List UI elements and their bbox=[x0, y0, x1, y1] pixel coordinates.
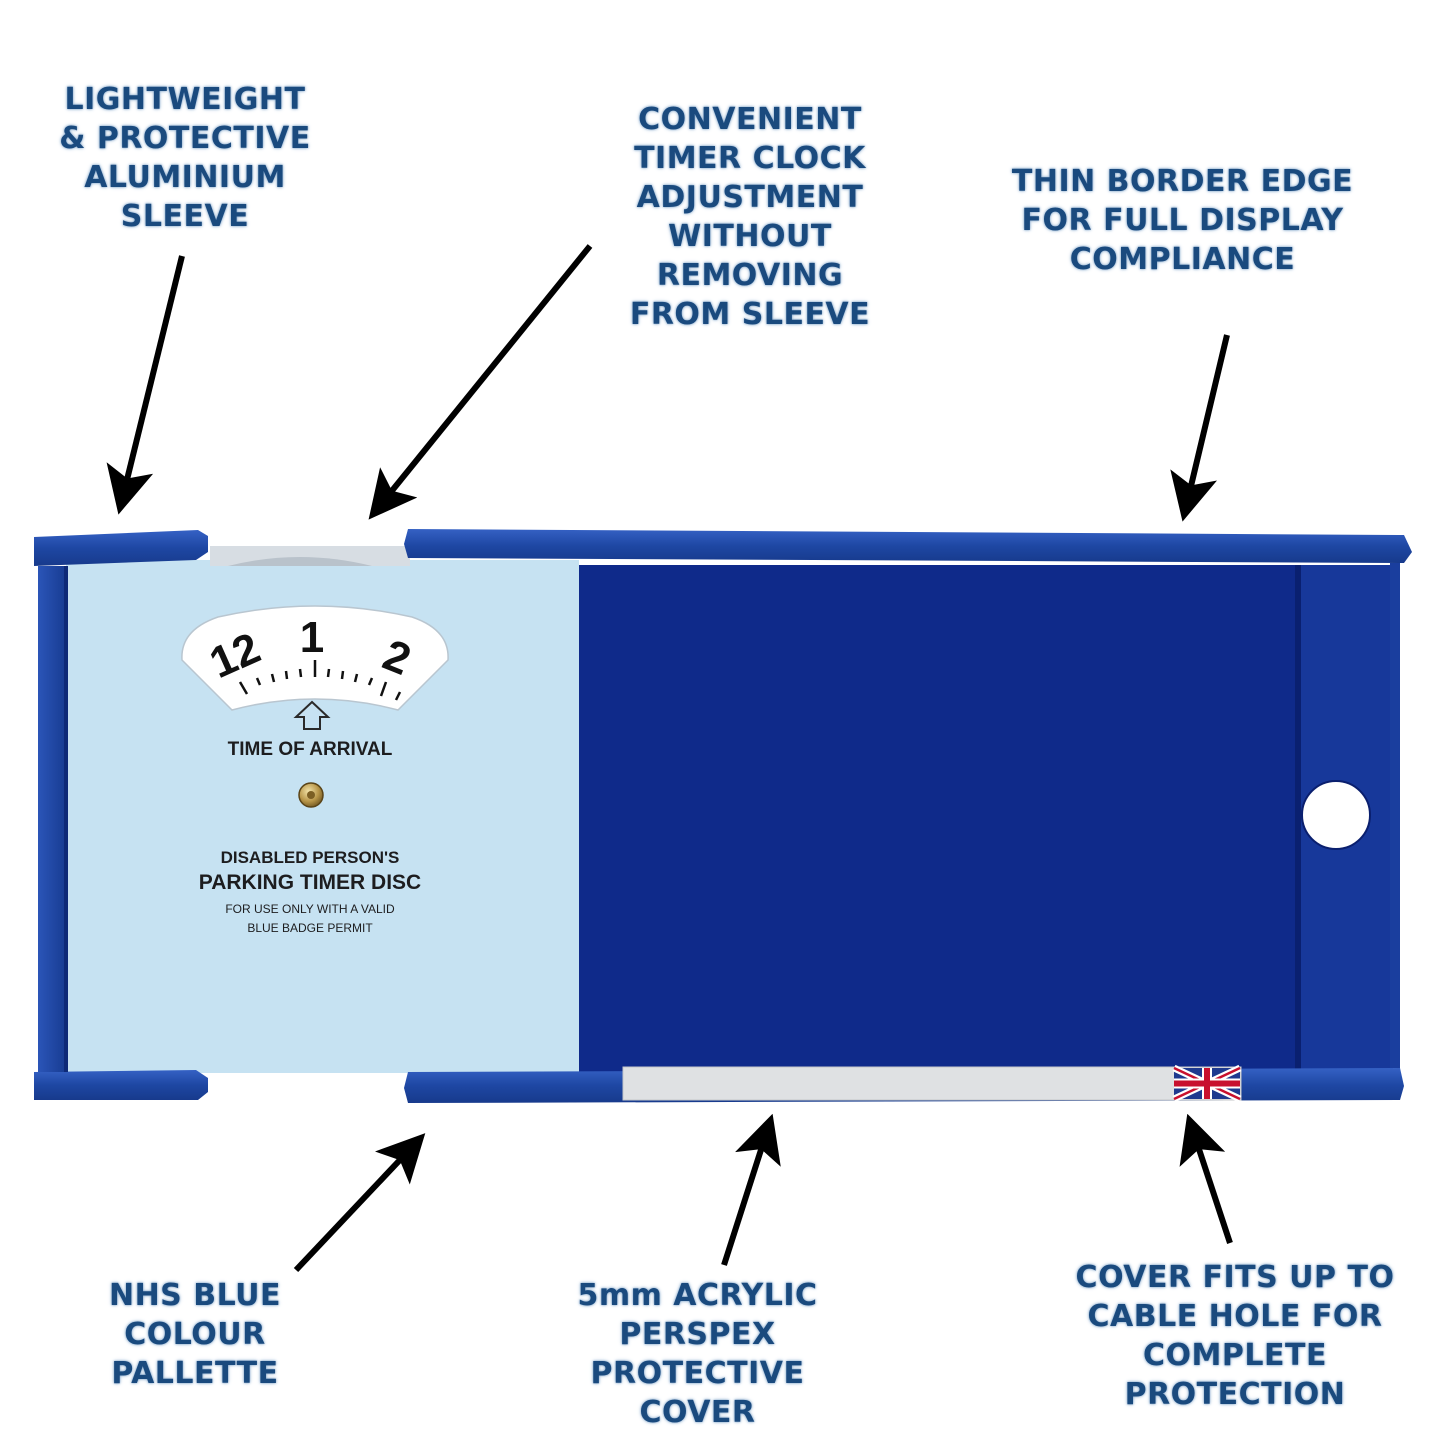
callout-nhs: NHS BLUE COLOUR PALLETTE bbox=[60, 1276, 330, 1393]
callout-acrylic-line: COVER bbox=[639, 1395, 756, 1430]
callout-nhs-line: PALLETTE bbox=[111, 1356, 279, 1391]
callout-acrylic: 5mm ACRYLIC PERSPEX PROTECTIVE COVER bbox=[550, 1276, 845, 1432]
callout-nhs-line: NHS BLUE bbox=[108, 1278, 282, 1313]
arrow-acrylic bbox=[721, 1113, 781, 1266]
left-sleeve-bottom-rail bbox=[34, 1070, 208, 1100]
callout-sleeve-line: & PROTECTIVE bbox=[59, 121, 311, 156]
callout-timer-line: TIMER CLOCK bbox=[634, 141, 866, 176]
callout-acrylic-line: PROTECTIVE bbox=[590, 1356, 805, 1391]
disc-wheel-edge bbox=[228, 557, 372, 566]
callout-border-line: FOR FULL DISPLAY bbox=[1021, 203, 1344, 238]
arrow-cable bbox=[1179, 1113, 1233, 1244]
disc-line-disabled-persons: DISABLED PERSON'S bbox=[220, 848, 400, 867]
callout-timer-line: WITHOUT bbox=[668, 219, 832, 254]
callout-sleeve: LIGHTWEIGHT & PROTECTIVE ALUMINIUM SLEEV… bbox=[40, 80, 330, 236]
callout-cable-line: COVER FITS UP TO bbox=[1075, 1260, 1395, 1295]
callout-timer-line: FROM SLEEVE bbox=[629, 297, 871, 332]
left-sleeve-top-rail bbox=[34, 530, 208, 566]
callout-sleeve-line: SLEEVE bbox=[120, 199, 250, 234]
main-blue-panel bbox=[578, 565, 1298, 1073]
callout-acrylic-line: 5mm ACRYLIC bbox=[577, 1278, 818, 1313]
callout-cable: COVER FITS UP TO CABLE HOLE FOR COMPLETE… bbox=[1050, 1258, 1420, 1414]
callout-cable-line: COMPLETE bbox=[1143, 1338, 1327, 1373]
acrylic-cover-strip bbox=[622, 1066, 1242, 1101]
arrow-border bbox=[1170, 334, 1230, 522]
callout-cable-line: CABLE HOLE FOR bbox=[1087, 1299, 1383, 1334]
callout-border-line: COMPLIANCE bbox=[1069, 242, 1296, 277]
callout-sleeve-line: ALUMINIUM bbox=[84, 160, 286, 195]
arrow-nhs bbox=[293, 1133, 426, 1273]
left-sleeve-side-rail bbox=[38, 566, 68, 1072]
callout-timer-line: REMOVING bbox=[656, 258, 844, 293]
callout-timer-line: CONVENIENT bbox=[638, 102, 862, 137]
callout-nhs-line: COLOUR bbox=[124, 1317, 266, 1352]
disc-line-parking-timer-disc: PARKING TIMER DISC bbox=[198, 871, 422, 894]
callout-timer: CONVENIENT TIMER CLOCK ADJUSTMENT WITHOU… bbox=[600, 100, 900, 334]
time-of-arrival-label: TIME OF ARRIVAL bbox=[227, 739, 393, 760]
right-end-inner-edge bbox=[1295, 565, 1301, 1073]
callout-border-line: THIN BORDER EDGE bbox=[1011, 164, 1354, 199]
right-sleeve-side-rail bbox=[1390, 563, 1400, 1068]
arrow-up-icon bbox=[293, 700, 331, 730]
dial-number-1: 1 bbox=[300, 613, 324, 662]
disc-line-blue-badge: BLUE BADGE PERMIT bbox=[247, 921, 373, 935]
dial-window bbox=[181, 605, 449, 711]
arrow-timer bbox=[368, 244, 593, 520]
disc-line-for-use-only: FOR USE ONLY WITH A VALID bbox=[225, 902, 395, 916]
callout-cable-line: PROTECTION bbox=[1124, 1377, 1346, 1412]
uk-flag-icon bbox=[1172, 1064, 1242, 1103]
callout-timer-line: ADJUSTMENT bbox=[636, 180, 864, 215]
callout-acrylic-line: PERSPEX bbox=[619, 1317, 776, 1352]
right-sleeve-top-rail bbox=[404, 529, 1412, 563]
cable-hole bbox=[1301, 780, 1371, 850]
callout-sleeve-line: LIGHTWEIGHT bbox=[64, 82, 306, 117]
callout-border: THIN BORDER EDGE FOR FULL DISPLAY COMPLI… bbox=[990, 162, 1375, 279]
dial-ticks bbox=[238, 660, 402, 701]
arrow-sleeve bbox=[106, 255, 185, 515]
